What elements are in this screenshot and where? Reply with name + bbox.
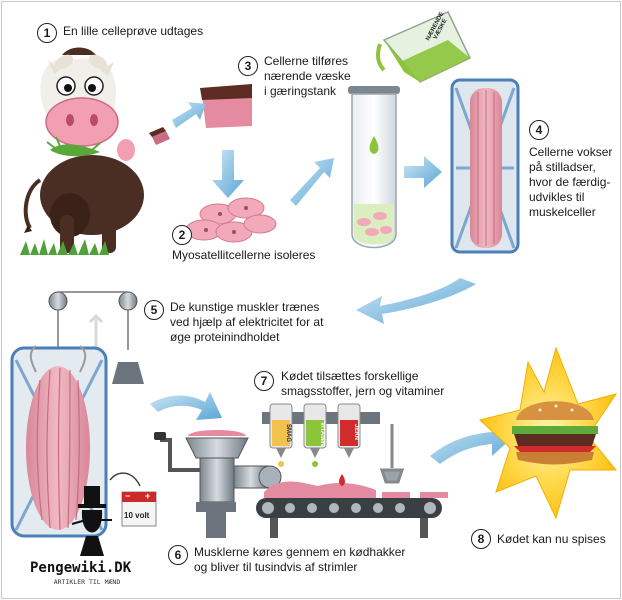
step-6-text: Musklerne køres gennem en kødhakker og b… (194, 545, 406, 574)
step-5-text: De kunstige muskler trænes ved hjælp af … (170, 300, 324, 344)
step-8-text: Kødet kan nu spises (497, 532, 606, 546)
fermentation-tank (348, 86, 400, 249)
burger-illustration (478, 346, 618, 520)
step-1-text: En lille celleprøve udtages (63, 24, 204, 38)
myosatellite-cells (185, 197, 277, 243)
brand-logo (71, 486, 112, 556)
battery-minus: − (125, 491, 131, 501)
step-2-text: Myosatellitcellerne isoleres (172, 248, 316, 262)
step-1-number: 1 (37, 23, 57, 43)
cow-illustration (20, 47, 144, 255)
step-6-number: 6 (168, 545, 188, 565)
battery-plus: + (145, 491, 151, 501)
step-2-number: 2 (172, 225, 192, 245)
flow-arrows (150, 102, 512, 464)
brand-name: Pengewiki.DK (30, 560, 132, 576)
tube-label-vitamin: VITAMIN (319, 422, 325, 447)
step-7-text: Kødet tilsættes forskellige smagsstoffer… (281, 369, 445, 398)
conveyor-belt (256, 424, 448, 538)
tube-label-smag: SMAG (285, 424, 291, 442)
scaffold-frame (450, 78, 520, 254)
step-5-number: 5 (144, 300, 164, 320)
step-8-number: 8 (471, 529, 491, 549)
battery-label: 10 volt (124, 511, 150, 520)
step-4-text: Cellerne vokser på stilladser, hvor de f… (529, 145, 613, 219)
brand-tagline: ARTIKLER TIL MÆND (53, 578, 121, 586)
tube-label-jern: JERN (353, 424, 359, 441)
step-3-text: Cellerne tilføres nærende væske i gæring… (264, 54, 351, 98)
battery (109, 472, 157, 527)
flavour-dispensers (262, 403, 380, 467)
meat-grinder (154, 430, 282, 538)
nutrient-flask (375, 11, 471, 83)
meat-sample (149, 84, 252, 145)
step-4-number: 4 (529, 120, 549, 140)
step-7-number: 7 (254, 371, 274, 391)
step-3-number: 3 (238, 56, 258, 76)
